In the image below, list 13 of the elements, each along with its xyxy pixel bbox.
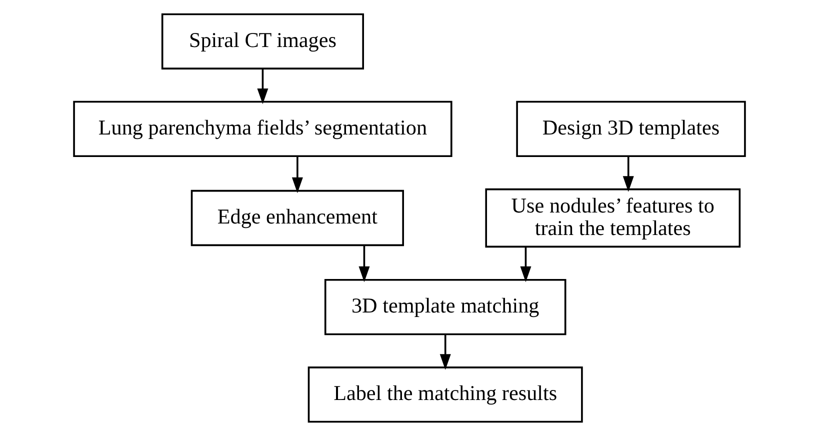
node-box: Label the matching results [307,366,582,423]
node-box: Edge enhancement [190,190,404,246]
arrow [520,247,531,282]
node-box: Design 3D templates [516,100,746,158]
node-box: 3D template matching [324,278,566,336]
node-box: Use nodules’ features to train the templates [484,188,740,248]
arrow [358,245,370,282]
arrow [439,334,450,370]
arrow [291,156,302,194]
arrow [622,156,634,192]
node-box: Lung parenchyma fields’ segmentation [72,100,452,158]
node-box: Spiral CT images [160,13,364,70]
arrow [256,68,268,104]
